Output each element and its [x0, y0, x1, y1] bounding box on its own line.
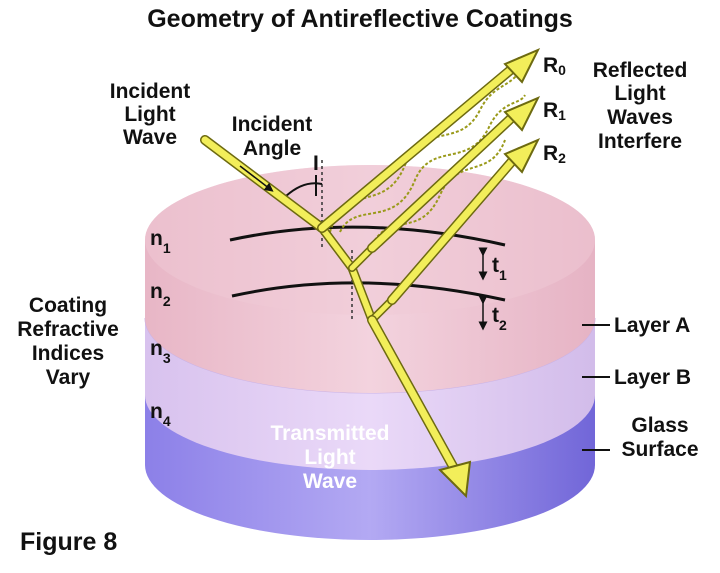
svg-text:Light: Light — [614, 82, 665, 105]
glass-label: Glass Surface — [621, 414, 698, 461]
interface-line-1 — [229, 225, 506, 247]
layer-a — [145, 165, 595, 393]
svg-text:t1: t1 — [492, 254, 507, 283]
index-n4: n4 — [150, 400, 171, 429]
svg-text:R0: R0 — [543, 54, 566, 78]
svg-text:Angle: Angle — [243, 137, 301, 160]
reflected-beam-r2 — [387, 138, 541, 305]
svg-text:Waves: Waves — [607, 106, 673, 129]
angle-symbol: I — [313, 152, 319, 175]
index-n3: n3 — [150, 337, 171, 366]
incident-angle-arc — [285, 182, 323, 197]
index-n1: n1 — [150, 227, 171, 256]
interface-line-2 — [231, 281, 506, 302]
thickness-label-t1: t1 — [492, 254, 507, 283]
svg-text:R2: R2 — [543, 142, 566, 166]
svg-text:n3: n3 — [150, 337, 171, 366]
transmitted-beam — [367, 315, 472, 499]
diagram-title: Geometry of Antireflective Coatings — [147, 5, 573, 33]
svg-text:Incident: Incident — [232, 113, 313, 136]
svg-text:Wave: Wave — [123, 126, 177, 149]
ray-label-r1: R1 — [543, 99, 566, 123]
svg-text:Indices: Indices — [32, 342, 104, 365]
reflected-label: Reflected Light Waves Interfere — [593, 59, 688, 153]
reflected-beam-r1 — [367, 96, 541, 253]
index-n2: n2 — [150, 280, 171, 309]
figure-label: Figure 8 — [20, 528, 117, 556]
svg-text:Surface: Surface — [621, 438, 698, 461]
svg-text:Glass: Glass — [631, 414, 688, 437]
svg-text:n1: n1 — [150, 227, 171, 256]
ray-label-r2: R2 — [543, 142, 566, 166]
svg-text:Transmitted: Transmitted — [270, 422, 389, 445]
svg-text:Light: Light — [124, 103, 175, 126]
svg-text:Wave: Wave — [303, 470, 357, 493]
svg-text:Refractive: Refractive — [17, 318, 119, 341]
svg-text:Incident: Incident — [110, 80, 191, 103]
transmitted-label: Transmitted Light Wave — [270, 422, 389, 493]
layer-a-label: Layer A — [614, 314, 690, 337]
incident-wave-label: Incident Light Wave — [110, 80, 191, 149]
incident-angle-label: Incident Angle — [232, 113, 313, 160]
svg-text:Coating: Coating — [29, 294, 107, 317]
thickness-label-t2: t2 — [492, 304, 507, 333]
layer-b-label: Layer B — [614, 366, 691, 389]
svg-text:Vary: Vary — [46, 366, 91, 389]
transmitted-arrowhead — [438, 460, 472, 499]
svg-text:n2: n2 — [150, 280, 171, 309]
reflected-beam-r0 — [317, 48, 541, 233]
coating-label: Coating Refractive Indices Vary — [17, 294, 119, 389]
svg-text:t2: t2 — [492, 304, 507, 333]
svg-text:n4: n4 — [150, 400, 171, 429]
svg-text:Reflected: Reflected — [593, 59, 688, 82]
ray-label-r0: R0 — [543, 54, 566, 78]
svg-text:Light: Light — [304, 446, 355, 469]
svg-text:Interfere: Interfere — [598, 130, 682, 153]
svg-text:R1: R1 — [543, 99, 566, 123]
incident-beam — [200, 135, 327, 233]
